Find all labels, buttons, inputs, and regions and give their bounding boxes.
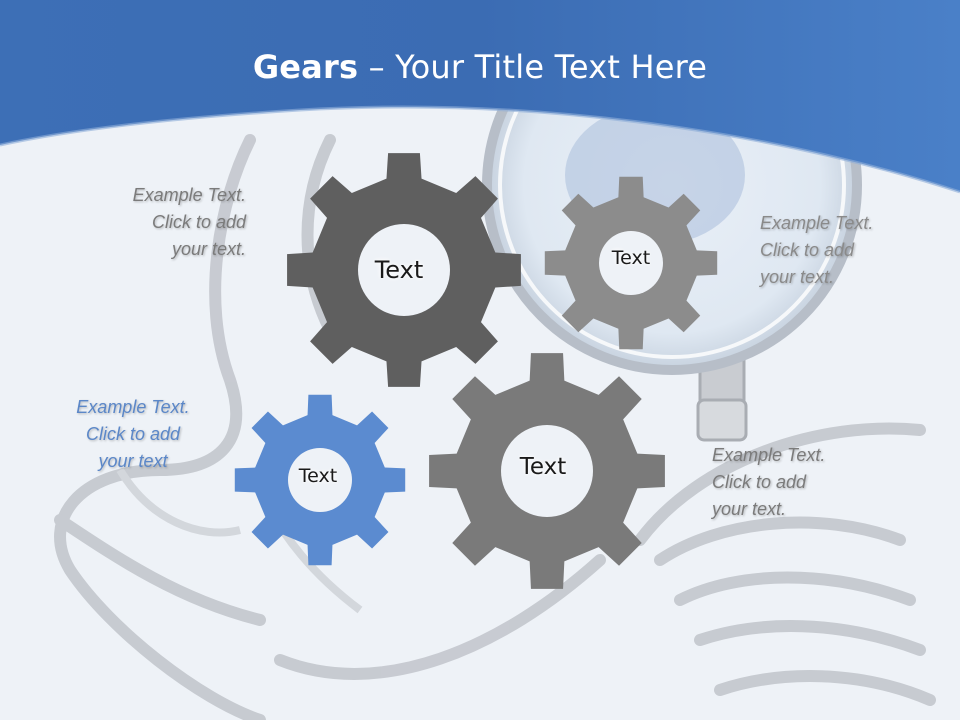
title-bold: Gears [252, 48, 359, 86]
gear-large-gray-label[interactable]: Text [519, 454, 567, 480]
note-line: Click to add [712, 472, 807, 492]
gear-hole [501, 425, 593, 517]
slide-title[interactable]: Gears – Your Title Text Here [0, 48, 960, 86]
gear-hole [288, 448, 352, 512]
title-rest: – Your Title Text Here [358, 48, 708, 86]
note-bottom-right[interactable]: Example Text. Click to add your text. [712, 442, 825, 523]
gear-shape [544, 176, 718, 350]
gear-large-gray[interactable] [426, 350, 668, 597]
note-line: Click to add [151, 212, 246, 232]
note-line: Example Text. [132, 185, 246, 205]
gear-hole [358, 224, 450, 316]
note-line: Example Text. [760, 213, 874, 233]
gear-small-blue[interactable] [232, 392, 408, 573]
note-line: Click to add [85, 424, 181, 444]
note-line: your text [98, 451, 168, 471]
note-left[interactable]: Example Text. Click to add your text [60, 394, 206, 475]
note-line: your text. [760, 267, 835, 287]
note-line: your text. [712, 499, 787, 519]
gear-large-dark-label[interactable]: Text [374, 256, 424, 284]
note-line: Example Text. [712, 445, 826, 465]
gear-hole [599, 231, 663, 295]
gear-medium-gray-label[interactable]: Text [611, 247, 651, 269]
note-line: your text. [171, 239, 246, 259]
note-line: Click to add [760, 240, 855, 260]
gear-shape [287, 153, 521, 387]
gear-shape [234, 394, 406, 566]
note-top-left[interactable]: Example Text. Click to add your text. [90, 182, 246, 263]
note-line: Example Text. [76, 397, 190, 417]
gear-large-dark[interactable] [282, 148, 526, 397]
gear-medium-gray[interactable] [542, 174, 720, 357]
note-right[interactable]: Example Text. Click to add your text. [760, 210, 873, 291]
gear-shape [429, 353, 665, 589]
gear-small-blue-label[interactable]: Text [298, 465, 338, 487]
